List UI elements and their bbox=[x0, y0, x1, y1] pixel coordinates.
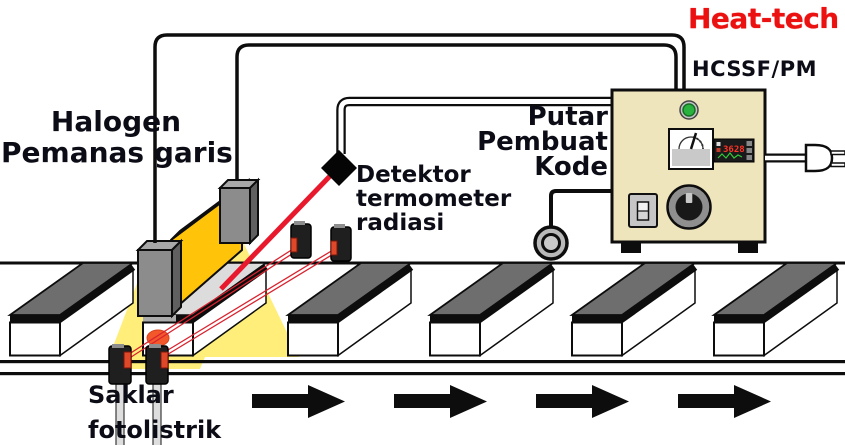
sensor-lens bbox=[123, 351, 132, 369]
display-trend bbox=[717, 152, 743, 159]
photoelectric-beams bbox=[125, 248, 336, 360]
power-plug bbox=[804, 143, 834, 173]
encoder-label-line1: Putar bbox=[527, 102, 608, 132]
workpiece bbox=[430, 263, 553, 356]
laser-beam bbox=[219, 173, 333, 291]
control-knob bbox=[666, 184, 712, 230]
workpiece bbox=[10, 263, 133, 356]
heater-label-line2: Pemanas garis bbox=[1, 136, 233, 169]
analog-meter bbox=[668, 128, 714, 170]
rotary-encoder bbox=[533, 189, 614, 261]
conveyor-back-edge bbox=[0, 261, 845, 265]
direction-arrow bbox=[536, 385, 629, 418]
sensor-lens bbox=[160, 351, 169, 369]
direction-arrows bbox=[252, 385, 771, 418]
workpiece bbox=[572, 263, 695, 356]
conveyor-front-edge bbox=[0, 360, 845, 376]
heater-power-wires bbox=[153, 33, 686, 243]
detector-label-line1: Detektor bbox=[356, 162, 471, 188]
detector-cable bbox=[336, 96, 614, 154]
led-indicator bbox=[679, 100, 699, 120]
sensor-lens bbox=[330, 240, 338, 256]
brand-logo: Heat-tech bbox=[688, 2, 839, 35]
power-cord bbox=[765, 143, 845, 173]
detector-label: Detektor termometer radiasi bbox=[356, 163, 511, 235]
photoelectric-sensor-front-1 bbox=[108, 344, 132, 445]
controller-model-label: HCSSF/PM bbox=[692, 57, 817, 81]
encoder-label: Putar Pembuat Kode bbox=[398, 102, 608, 182]
workpiece bbox=[714, 263, 837, 356]
meter-needle bbox=[689, 132, 698, 150]
photoelectric-sensor-back-2 bbox=[330, 224, 352, 262]
encoder-label-line2: Pembuat bbox=[477, 127, 608, 157]
heater-end-cap-right bbox=[217, 177, 261, 246]
detector-label-line2: termometer bbox=[356, 186, 512, 212]
encoder-label-line3: Kode bbox=[534, 152, 608, 182]
heater-label-line1: Halogen bbox=[50, 105, 182, 138]
radiation-thermometer-detector bbox=[321, 150, 357, 186]
digital-display: 3628 bbox=[713, 138, 755, 163]
heater-end-cap-left bbox=[135, 238, 184, 319]
detector-label-line3: radiasi bbox=[356, 210, 445, 236]
hot-spot bbox=[146, 329, 170, 347]
direction-arrow bbox=[252, 385, 345, 418]
photoelectric-sensor-back-1 bbox=[290, 221, 312, 259]
heater-label: Halogen Pemanas garis bbox=[1, 105, 233, 169]
photoelectric-sensor-front-2 bbox=[145, 344, 169, 445]
photoswitch-label-line2: fotolistrik bbox=[88, 416, 222, 444]
sensor-lens bbox=[290, 237, 298, 253]
direction-arrow bbox=[394, 385, 487, 418]
halogen-line-heater bbox=[135, 177, 261, 319]
direction-arrow bbox=[678, 385, 771, 418]
display-value: 3628 bbox=[723, 145, 745, 155]
photoswitch-label-line1: Saklar bbox=[88, 381, 174, 409]
workpiece bbox=[288, 263, 411, 356]
controller-unit: 3628 bbox=[610, 88, 845, 253]
power-switch bbox=[628, 193, 658, 228]
